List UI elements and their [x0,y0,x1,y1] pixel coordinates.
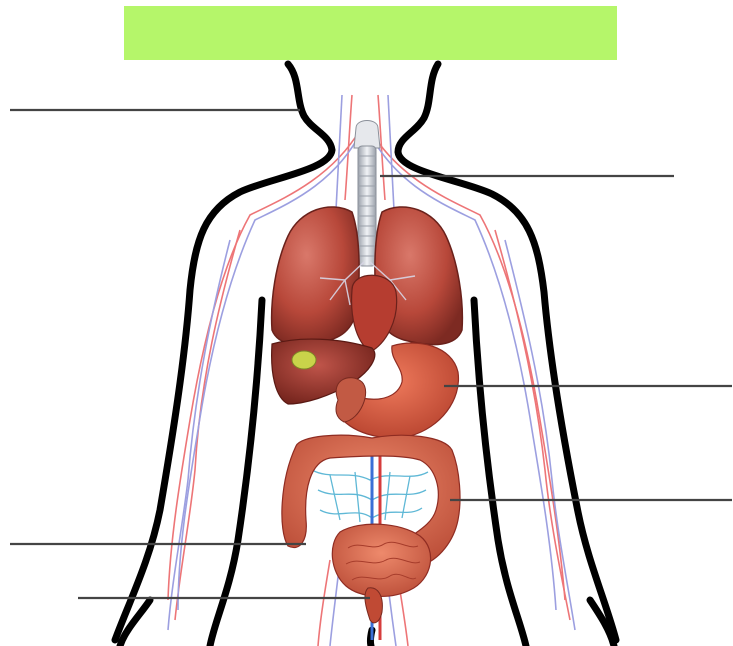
heart [352,275,397,352]
rectum-organ [365,588,382,623]
title-banner [124,6,617,60]
gallbladder [292,351,316,369]
small-intestine-organ [332,524,430,596]
right-lung [272,207,359,345]
